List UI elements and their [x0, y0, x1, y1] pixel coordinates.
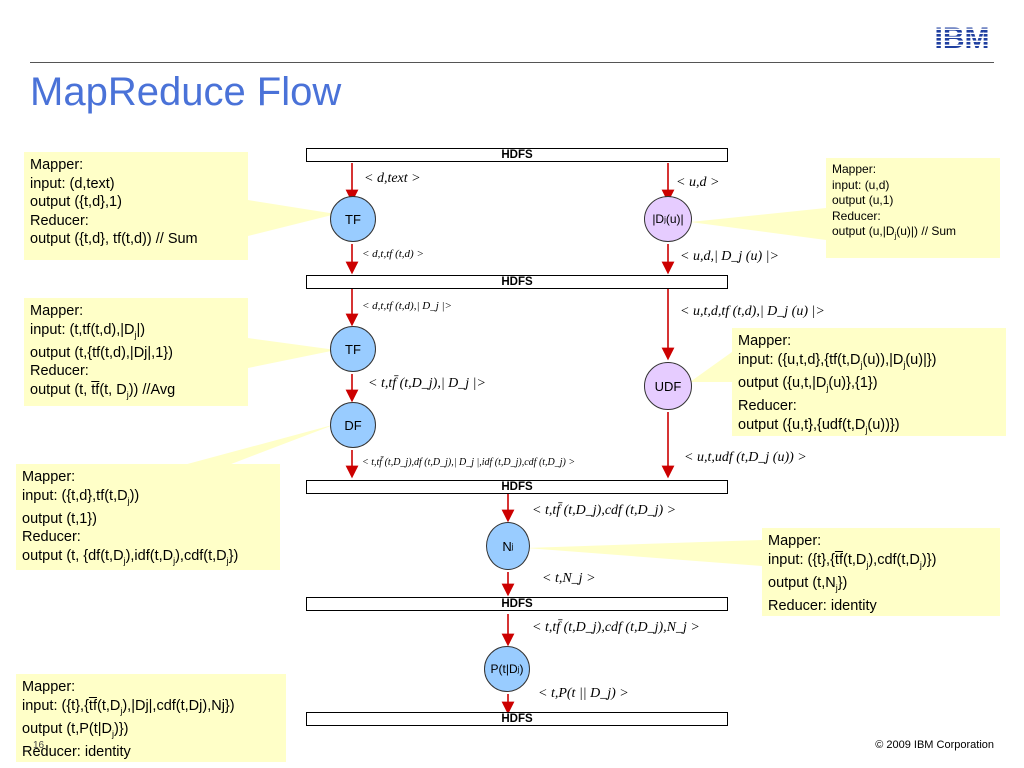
hdfs-bar: HDFS [306, 275, 728, 289]
label-u-d: < u,d > [676, 175, 720, 190]
label-t-tfbar-cdf: < t,tf̄ (t,D_j),cdf (t,D_j) > [532, 503, 677, 518]
hdfs-bar: HDFS [306, 148, 728, 162]
udf-node: UDF [644, 362, 692, 410]
page-number: 16 [33, 740, 45, 751]
callout-ptd: Mapper: input: ({t},{tf(t,Dj),|Dj|,cdf(t… [16, 674, 286, 762]
copyright: © 2009 IBM Corporation [875, 739, 994, 751]
callout-nj: Mapper: input: ({t},{tf(t,Dj),cdf(t,Dj)}… [762, 528, 1000, 616]
tf-node-2: TF [330, 326, 376, 372]
callout-udf: Mapper: input: ({u,t,d},{tf(t,Dj(u)),|Dj… [732, 328, 1006, 436]
svg-text:IBM: IBM [935, 22, 990, 52]
tf-node-1: TF [330, 196, 376, 242]
df-node: DF [330, 402, 376, 448]
callout-pointer [526, 540, 762, 566]
label-d-text: < d,text > [364, 171, 421, 186]
ibm-logo: IBM [935, 22, 990, 52]
callout-pointer [180, 424, 336, 466]
callout-df-idf-cdf: Mapper: input: ({t,d},tf(t,Dj)) output (… [16, 464, 280, 570]
header-rule [30, 62, 994, 63]
label-t-tfbar-cdf-nj: < t,tf̄ (t,D_j),cdf (t,D_j),N_j > [532, 620, 700, 635]
label-u-d-dju: < u,d,| D_j (u) |> [680, 249, 779, 264]
callout-pointer [690, 208, 826, 240]
callout-pointer [690, 352, 732, 382]
label-u-t-udf: < u,t,udf (t,D_j (u)) > [684, 450, 807, 465]
page-title: MapReduce Flow [30, 70, 342, 114]
callout-tf-word-count: Mapper: input: (d,text) output ({t,d},1)… [24, 152, 248, 260]
callout-pointer [248, 200, 336, 236]
label-d-t-tf: < d,t,tf (t,d) > [362, 248, 424, 260]
label-d-t-tf-dj: < d,t,tf (t,d),| D_j |> [362, 300, 452, 312]
label-t-tfbar-dj: < t,tf̄ (t,D_j),| D_j |> [368, 376, 486, 391]
hdfs-bar: HDFS [306, 480, 728, 494]
label-t-nj: < t,N_j > [542, 571, 596, 586]
callout-pointer [248, 338, 336, 368]
callout-dju-count: Mapper: input: (u,d) output (u,1) Reduce… [826, 158, 1000, 258]
hdfs-bar: HDFS [306, 597, 728, 611]
callout-tf-avg: Mapper: input: (t,tf(t,d),|Dj|) output (… [24, 298, 248, 406]
hdfs-bar: HDFS [306, 712, 728, 726]
label-t-tfbar-df-idf-cdf: < t,tf̄ (t,D_j),df (t,D_j),| D_j |,idf (… [362, 457, 576, 468]
label-t-ptd: < t,P(t || D_j) > [538, 686, 629, 701]
label-u-t-d-tf-dju: < u,t,d,tf (t,d),| D_j (u) |> [680, 304, 825, 319]
